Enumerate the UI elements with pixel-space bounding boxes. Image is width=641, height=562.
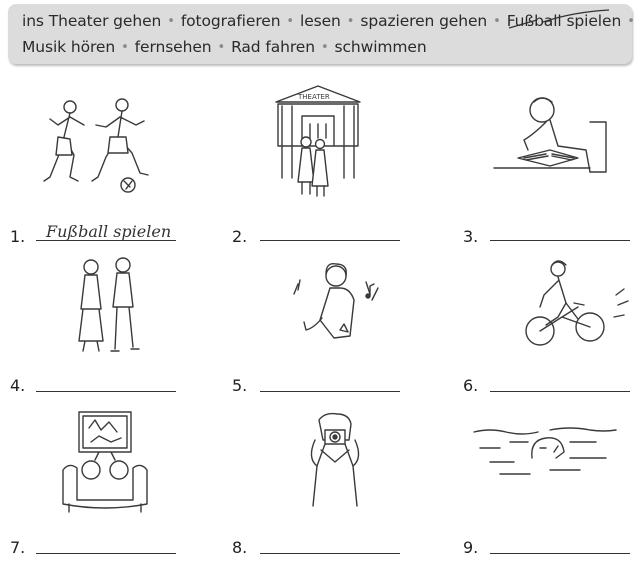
separator-dot: • — [217, 40, 226, 55]
exercise-number-4: 4. — [10, 376, 26, 395]
word-fussball-spielen-crossed: Fußball spielen — [506, 9, 622, 30]
answer-1: Fußball spielen — [46, 222, 172, 241]
word-lesen: lesen — [300, 12, 341, 30]
word-fussball-spielen: Fußball spielen — [506, 12, 622, 30]
music-listener-icon — [290, 260, 390, 350]
reading-person-icon — [490, 92, 610, 192]
answer-line-7[interactable] — [36, 553, 176, 554]
theater-icon: THEATER — [262, 82, 377, 200]
answer-line-3[interactable] — [490, 240, 630, 241]
soccer-players-icon — [40, 95, 165, 200]
separator-dot: • — [320, 40, 329, 55]
photographer-icon — [295, 410, 375, 510]
theater-sign-text: THEATER — [297, 93, 330, 101]
walking-couple-icon — [65, 255, 150, 355]
swimmer-icon — [470, 418, 620, 488]
strike-through-mark — [508, 9, 609, 29]
word-fotografieren: fotografieren — [180, 12, 281, 30]
separator-dot: • — [627, 14, 635, 29]
word-musik-hoeren: Musik hören — [22, 38, 116, 56]
answer-line-2[interactable] — [260, 240, 400, 241]
separator-dot: • — [493, 14, 501, 29]
watching-tv-icon — [55, 408, 155, 518]
answer-line-8[interactable] — [260, 553, 400, 554]
exercise-number-3: 3. — [463, 227, 479, 246]
answer-line-4[interactable] — [36, 391, 176, 392]
word-spazieren-gehen: spazieren gehen — [360, 12, 488, 30]
word-ins-theater-gehen: ins Theater gehen — [22, 12, 162, 30]
answer-line-5[interactable] — [260, 391, 400, 392]
exercise-number-9: 9. — [463, 538, 479, 557]
separator-dot: • — [121, 40, 129, 55]
word-line-1: ins Theater gehen • fotografieren • lesen • sp… — [22, 9, 641, 30]
answer-line-1[interactable] — [36, 240, 176, 241]
answer-line-9[interactable] — [490, 553, 630, 554]
cyclist-icon — [518, 255, 633, 355]
exercise-number-5: 5. — [232, 376, 248, 395]
exercise-number-1: 1. — [10, 227, 26, 246]
exercise-number-6: 6. — [463, 376, 479, 395]
word-rad-fahren: Rad fahren — [231, 38, 315, 56]
separator-dot: • — [346, 14, 355, 29]
exercise-number-2: 2. — [232, 227, 248, 246]
answer-line-6[interactable] — [490, 391, 630, 392]
separator-dot: • — [167, 14, 175, 29]
word-line-2: Musik hören • fernsehen • Rad fahren • schwimm… — [22, 38, 427, 56]
word-schwimmen: schwimmen — [334, 38, 427, 56]
word-box: ins Theater gehen • fotografieren • lesen • sp… — [8, 4, 635, 64]
exercise-number-7: 7. — [10, 538, 26, 557]
exercise-number-8: 8. — [232, 538, 248, 557]
separator-dot: • — [286, 14, 294, 29]
word-fernsehen: fernsehen — [134, 38, 212, 56]
